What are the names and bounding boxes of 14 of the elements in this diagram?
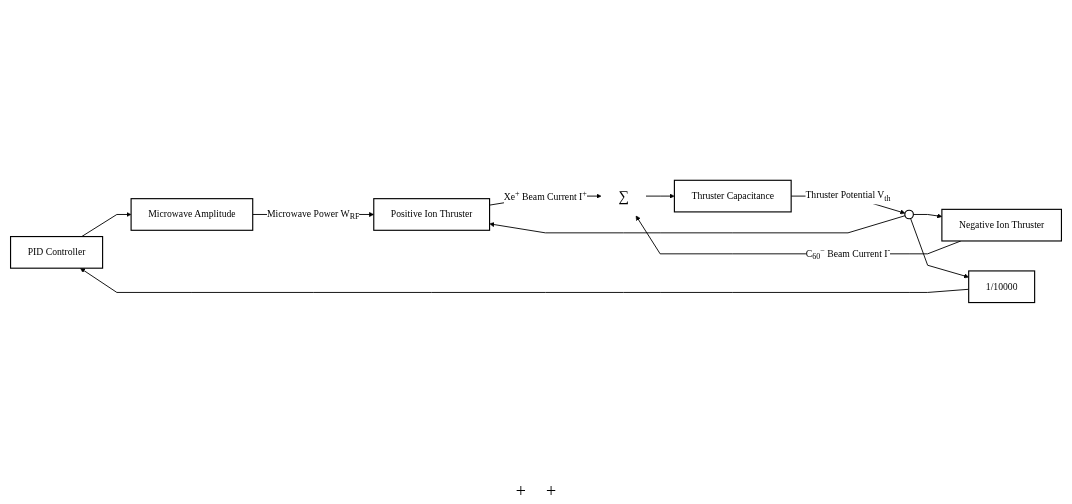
edge-label: C$_{60}$$^{−}$ Beam Current I$^{-}$	[805, 245, 891, 262]
node-box: Negative Ion Thruster	[941, 208, 1062, 242]
edge-label: Thruster Potential V$_{th}$	[805, 189, 891, 203]
node-box: Thruster Capacitance	[673, 179, 792, 213]
node-box: PID Controller	[10, 236, 104, 269]
edge-label: Xe$^{+}$ Beam Current I$^{+}$	[503, 188, 587, 203]
sign-label: +	[546, 481, 557, 502]
edge-label: Microwave Power W$_{RF}$	[266, 208, 360, 221]
node-text: ∑	[618, 187, 629, 205]
node-box: Microwave Amplitude	[130, 198, 254, 231]
node-box: Positive Ion Thruster	[373, 198, 491, 231]
node-box: 1/10000	[968, 270, 1036, 304]
node-circle	[904, 209, 914, 220]
sign-label: +	[515, 481, 526, 502]
